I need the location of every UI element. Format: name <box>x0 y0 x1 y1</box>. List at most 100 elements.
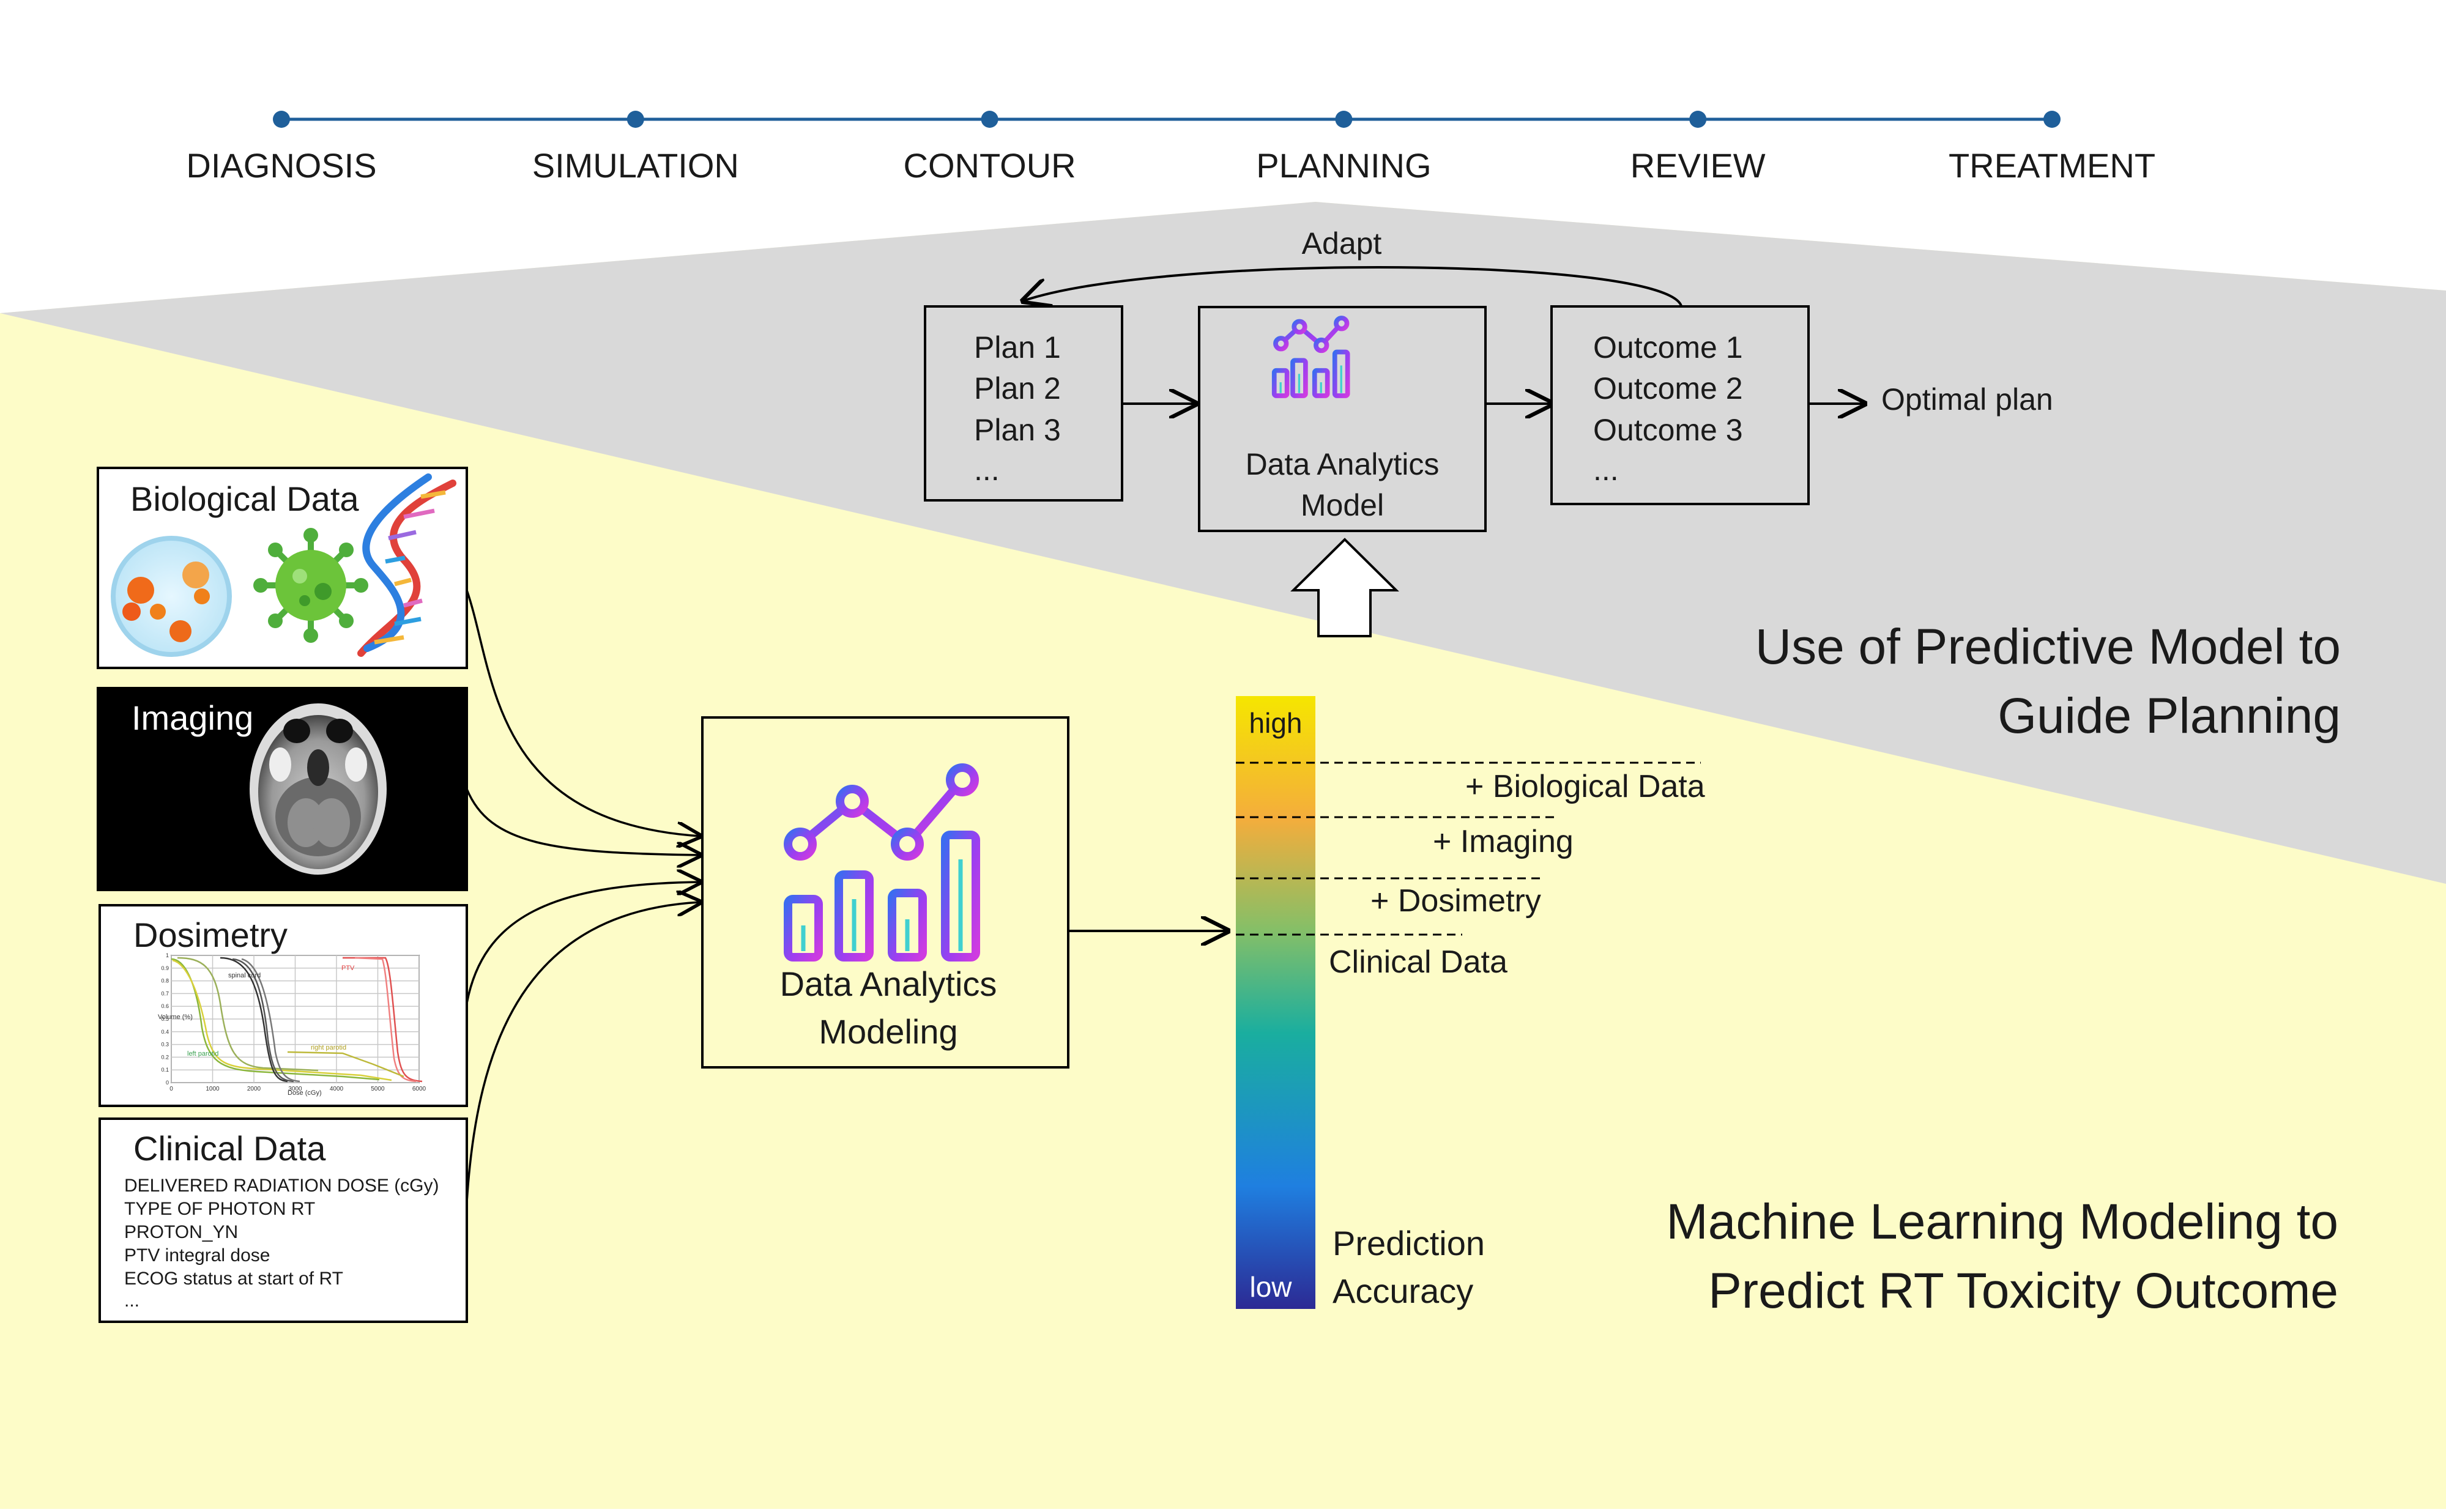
biological-data-label: Biological Data <box>130 480 359 518</box>
dvh-curve <box>171 958 380 1081</box>
plan-item: Plan 1 <box>974 330 1061 365</box>
dvh-curve <box>232 958 294 1083</box>
timeline-stage-label: DIAGNOSIS <box>186 146 376 185</box>
timeline-node <box>626 111 644 128</box>
imaging-label: Imaging <box>132 699 253 737</box>
accuracy-label-line2: Accuracy <box>1333 1272 1473 1310</box>
dvh-ylabel: Volume (%) <box>158 1014 193 1021</box>
dvh-y-tick: 0.9 <box>161 965 169 971</box>
modeling-label-line2: Modeling <box>819 1012 957 1051</box>
dvh-x-tick: 0 <box>169 1086 173 1092</box>
clinical-item: PROTON_YN <box>124 1222 238 1242</box>
dvh-x-tick: 3000 <box>288 1086 302 1092</box>
timeline-node <box>273 111 290 128</box>
scale-low-label: low <box>1249 1271 1292 1303</box>
clinical-connector <box>466 902 701 1203</box>
dvh-y-tick: 0.2 <box>161 1054 169 1060</box>
plan-item: Plan 3 <box>974 413 1061 447</box>
biological-connector <box>466 590 701 836</box>
dvh-y-tick: 0.1 <box>161 1067 169 1073</box>
data-analytics-modeling-box: Data Analytics Modeling <box>701 716 1069 1069</box>
clinical-data-box: Clinical Data DELIVERED RADIATION DOSE (… <box>99 1117 468 1323</box>
analytics-chart-icon <box>1271 316 1350 398</box>
dvh-x-tick: 2000 <box>247 1086 261 1092</box>
plan-item: Plan 2 <box>974 371 1061 406</box>
dvh-y-tick: 1 <box>166 952 169 958</box>
dvh-x-tick: 6000 <box>412 1086 426 1092</box>
clinical-item: ... <box>124 1291 139 1311</box>
dvh-curve <box>354 957 417 1083</box>
timeline-stage-label: REVIEW <box>1630 146 1766 185</box>
modeling-label-line1: Data Analytics <box>780 965 997 1003</box>
outcome-item: Outcome 3 <box>1593 413 1743 447</box>
clinical-item: DELIVERED RADIATION DOSE (cGy) <box>124 1176 439 1196</box>
petri-dish-icon <box>111 536 232 657</box>
dvh-curve <box>287 1051 404 1078</box>
plans-box: Plan 1 Plan 2 Plan 3 ... <box>924 305 1123 502</box>
dvh-y-tick: 0.4 <box>161 1029 169 1035</box>
model-label-line2: Model <box>1301 488 1384 522</box>
adapt-label: Adapt <box>1302 226 1382 261</box>
timeline-node <box>1689 111 1707 128</box>
ml-title-line1: Machine Learning Modeling to <box>1666 1194 2338 1250</box>
timeline-stage-label: SIMULATION <box>532 146 739 185</box>
clinical-data-label: Clinical Data <box>133 1129 326 1168</box>
level-label-biological: + Biological Data <box>1465 769 1705 804</box>
imaging-connector <box>466 788 701 855</box>
dna-icon <box>357 473 456 657</box>
dvh-curve <box>172 959 392 1081</box>
outcome-item: Outcome 2 <box>1593 371 1743 406</box>
dvh-x-tick: 1000 <box>206 1086 220 1092</box>
planning-section-background <box>0 202 2446 884</box>
dosimetry-connector <box>466 882 701 1004</box>
dvh-curve <box>220 957 288 1083</box>
timeline: DIAGNOSIS SIMULATION CONTOUR PLANNING REVIEW… <box>186 111 2155 185</box>
outcomes-box: Outcome 1 Outcome 2 Outcome 3 ... <box>1550 305 1810 505</box>
planning-title-line1: Use of Predictive Model to <box>1755 619 2341 675</box>
planning-title-line2: Guide Planning <box>1998 688 2341 744</box>
imaging-box: Imaging <box>97 687 468 891</box>
timeline-stage-label: TREATMENT <box>1949 146 2155 185</box>
dvh-y-tick: 0.8 <box>161 978 169 984</box>
dvh-y-tick: 0.3 <box>161 1042 169 1048</box>
clinical-item: TYPE OF PHOTON RT <box>124 1199 315 1219</box>
timeline-stage-label: PLANNING <box>1256 146 1431 185</box>
timeline-node <box>1335 111 1353 128</box>
level-label-dosimetry: + Dosimetry <box>1370 883 1541 919</box>
dvh-x-tick: 5000 <box>371 1086 385 1092</box>
optimal-plan-label: Optimal plan <box>1881 382 2053 417</box>
dvh-y-tick: 0.7 <box>161 990 169 996</box>
dosimetry-box: Dosimetry 0 1000 2000 3000 4000 5000 6000 1 0.9… <box>99 904 468 1107</box>
dvh-series-label: PTV <box>341 965 355 972</box>
level-label-clinical: Clinical Data <box>1329 944 1507 980</box>
dvh-x-tick: 4000 <box>330 1086 344 1092</box>
dvh-curve <box>343 957 423 1083</box>
dvh-curve <box>241 958 300 1083</box>
dvh-y-tick: 0.5 <box>161 1016 169 1022</box>
timeline-node <box>981 111 998 128</box>
biological-data-box: Biological Data <box>97 467 468 669</box>
dvh-y-tick: 0 <box>166 1080 169 1086</box>
analytics-chart-icon <box>784 763 980 962</box>
ml-title-line2: Predict RT Toxicity Outcome <box>1708 1263 2338 1319</box>
model-label-line1: Data Analytics <box>1246 447 1440 481</box>
block-up-arrow <box>1290 538 1399 637</box>
dvh-curve <box>177 957 319 1072</box>
clinical-item: PTV integral dose <box>124 1245 270 1266</box>
dosimetry-label: Dosimetry <box>133 916 288 954</box>
virus-icon <box>253 528 368 643</box>
timeline-node <box>2043 111 2061 128</box>
timeline-stage-label: CONTOUR <box>904 146 1076 185</box>
dvh-xlabel: Dose (cGy) <box>288 1089 322 1097</box>
level-label-imaging: + Imaging <box>1433 824 1574 859</box>
analytics-model-box: Data Analytics Model <box>1198 306 1487 532</box>
prediction-accuracy-scale: high low + Biological Data + Imaging + D… <box>1236 696 1705 1310</box>
clinical-item: ECOG status at start of RT <box>124 1269 343 1289</box>
scale-high-label: high <box>1249 707 1303 739</box>
dvh-series-label: left parotid <box>187 1050 218 1058</box>
dvh-series-label: right parotid <box>311 1044 346 1051</box>
outcome-item: ... <box>1593 453 1619 487</box>
